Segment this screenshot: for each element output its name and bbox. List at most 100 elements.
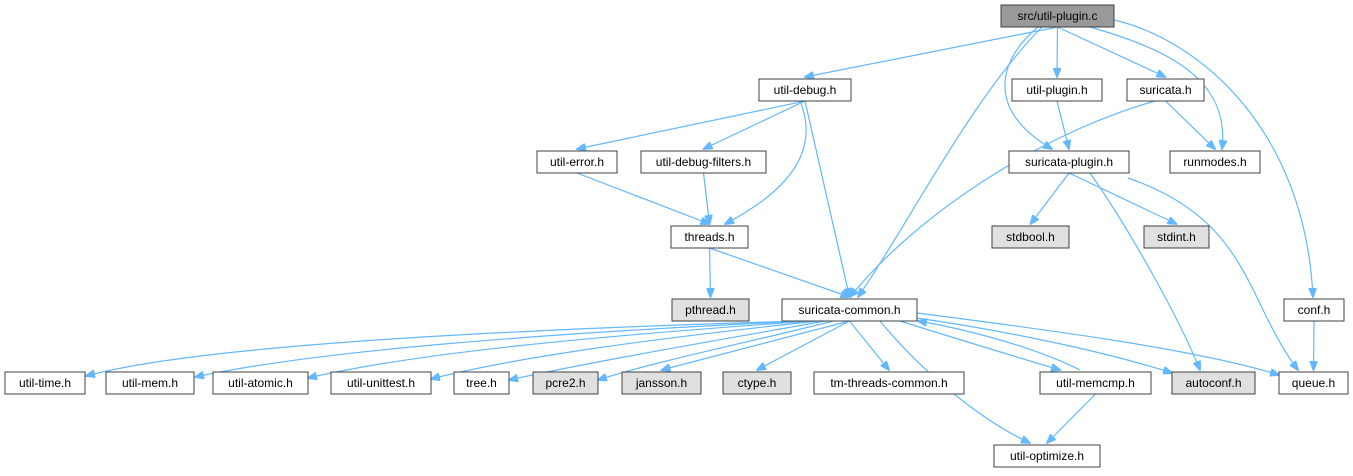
edge-line	[850, 100, 1156, 297]
edge-line	[1127, 177, 1298, 370]
node-box	[621, 371, 702, 395]
edge-line	[804, 100, 850, 297]
node-label: conf.h	[1298, 303, 1331, 317]
node-stdint[interactable]: stdint.h	[1143, 225, 1210, 249]
node-label: src/util-plugin.c	[1017, 9, 1097, 23]
edge-line	[308, 320, 811, 378]
edge-util_plugin_h-to-suricata_plugin	[1056, 100, 1069, 149]
node-suricata-plugin[interactable]: suricata-plugin.h	[1008, 150, 1130, 174]
edge-line	[916, 317, 1172, 373]
edge-line	[576, 172, 710, 224]
edge-line	[577, 100, 806, 149]
node-label: util-optimize.h	[1010, 449, 1084, 463]
edge-suricata_common-to-autoconf	[916, 317, 1172, 373]
edge-line	[757, 320, 850, 370]
edge-root-to-runmodes	[1089, 26, 1223, 149]
edge-line	[1004, 26, 1052, 149]
edge-util_debug-to-util_debug_filters	[704, 100, 806, 149]
node-label: util-memcmp.h	[1056, 376, 1135, 390]
node-root[interactable]: src/util-plugin.c	[1000, 4, 1115, 28]
node-util-unittest[interactable]: util-unittest.h	[330, 371, 432, 395]
edge-line	[858, 26, 1043, 297]
node-box	[1126, 78, 1205, 102]
edge-suricata_common-to-util_atomic	[308, 320, 811, 378]
edge-suricata_plugin-to-stdbool	[1031, 172, 1070, 224]
edge-line	[805, 26, 1058, 77]
node-box	[1008, 150, 1130, 174]
node-util-debug[interactable]: util-debug.h	[758, 78, 852, 102]
edge-suricata_h-to-runmodes	[1165, 100, 1216, 149]
node-box	[670, 225, 749, 249]
node-label: stdint.h	[1157, 230, 1196, 244]
node-box	[813, 371, 965, 395]
edge-line	[702, 172, 710, 224]
node-label: ctype.h	[738, 376, 777, 390]
node-tree[interactable]: tree.h	[453, 371, 510, 395]
node-suricata-h[interactable]: suricata.h	[1126, 78, 1205, 102]
edge-util_debug-to-threads	[725, 100, 807, 224]
node-label: tree.h	[466, 376, 497, 390]
node-box	[1169, 150, 1261, 174]
edge-conf-to-queue	[1314, 320, 1315, 370]
node-box	[991, 225, 1070, 249]
node-autoconf[interactable]: autoconf.h	[1171, 371, 1256, 395]
edge-line	[1314, 320, 1315, 370]
node-box	[758, 78, 852, 102]
edge-root-to-conf	[1113, 19, 1313, 297]
edge-line	[916, 312, 1279, 375]
node-util-atomic[interactable]: util-atomic.h	[212, 371, 309, 395]
node-box	[1171, 371, 1256, 395]
node-label: util-plugin.h	[1026, 83, 1087, 97]
edge-suricata_common-to-util_unittest	[431, 320, 819, 379]
edge-line	[1113, 19, 1313, 297]
edge-util_error-to-threads	[576, 172, 710, 224]
node-util-mem[interactable]: util-mem.h	[105, 371, 195, 395]
node-pthread[interactable]: pthread.h	[671, 298, 750, 322]
node-queue[interactable]: queue.h	[1278, 371, 1349, 395]
edge-suricata_plugin-to-queue	[1127, 177, 1298, 370]
node-util-optimize[interactable]: util-optimize.h	[993, 444, 1101, 468]
node-threads[interactable]: threads.h	[670, 225, 749, 249]
node-box	[1039, 371, 1152, 395]
nodes-layer: src/util-plugin.c util-debug.h util-plugin…	[4, 4, 1349, 468]
node-box	[1283, 298, 1345, 322]
node-util-error[interactable]: util-error.h	[536, 150, 618, 174]
edge-util_debug-to-util_error	[577, 100, 806, 149]
node-label: suricata-common.h	[798, 303, 900, 317]
edge-suricata_common-to-ctype	[757, 320, 850, 370]
node-box	[640, 150, 767, 174]
edge-line	[431, 320, 819, 379]
node-jansson[interactable]: jansson.h	[621, 371, 702, 395]
edge-line	[1047, 393, 1096, 443]
edge-line	[704, 100, 806, 149]
edge-line	[1057, 26, 1166, 77]
edge-line	[86, 320, 801, 376]
node-pcre2[interactable]: pcre2.h	[532, 371, 599, 395]
node-ctype[interactable]: ctype.h	[722, 371, 792, 395]
node-label: util-debug-filters.h	[656, 155, 751, 169]
node-runmodes[interactable]: runmodes.h	[1169, 150, 1261, 174]
node-util-memcmp[interactable]: util-memcmp.h	[1039, 371, 1152, 395]
node-box	[1278, 371, 1349, 395]
node-box	[781, 298, 918, 322]
node-util-debug-filters[interactable]: util-debug-filters.h	[640, 150, 767, 174]
node-box	[453, 371, 510, 395]
node-label: suricata-plugin.h	[1025, 155, 1113, 169]
edge-suricata_common-to-tm_threads_common	[849, 320, 890, 370]
edge-suricata_plugin-to-autoconf	[1089, 172, 1200, 370]
node-tm-threads-common[interactable]: tm-threads-common.h	[813, 371, 965, 395]
node-conf[interactable]: conf.h	[1283, 298, 1345, 322]
edge-util_memcmp-to-suricata_common	[918, 321, 1081, 371]
node-label: threads.h	[684, 230, 734, 244]
edge-suricata_h-to-suricata_common	[850, 100, 1156, 297]
node-util-time[interactable]: util-time.h	[4, 371, 86, 395]
node-suricata-common[interactable]: suricata-common.h	[781, 298, 918, 322]
node-label: util-debug.h	[774, 83, 837, 97]
node-stdbool[interactable]: stdbool.h	[991, 225, 1070, 249]
edge-line	[662, 320, 850, 370]
node-label: queue.h	[1292, 376, 1335, 390]
node-label: pcre2.h	[545, 376, 585, 390]
node-util-plugin-h[interactable]: util-plugin.h	[1011, 78, 1103, 102]
edge-line	[1089, 26, 1223, 149]
node-label: util-atomic.h	[228, 376, 293, 390]
